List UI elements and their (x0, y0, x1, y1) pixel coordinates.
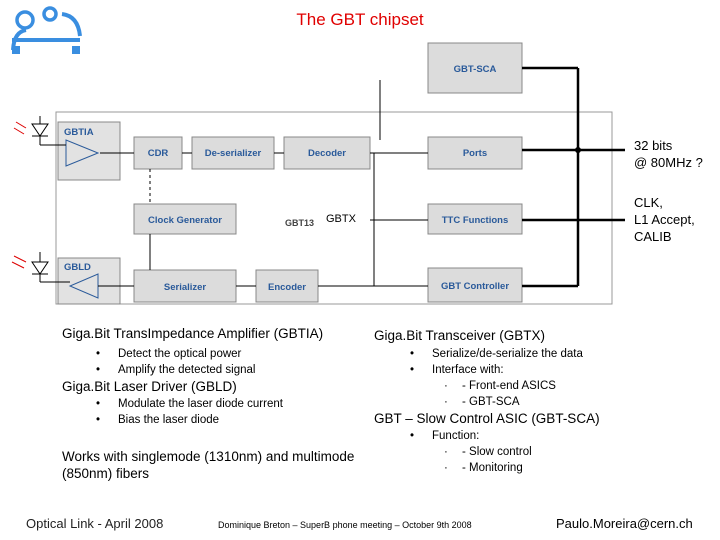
deserializer-label: De-serializer (205, 148, 262, 159)
encoder-block: Encoder (255, 269, 319, 303)
gbtx-boundary (55, 111, 613, 305)
ttc-signals-annotation: CLK, L1 Accept, CALIB (634, 194, 695, 245)
gbld-block: GBLD (57, 257, 121, 305)
cdr-label: CDR (148, 148, 169, 159)
fiber-note: Works with singlemode (1310nm) and multi… (62, 448, 354, 482)
list-item: •Interface with: (410, 364, 504, 376)
gbt-sca-label: GBT-SCA (454, 64, 497, 75)
list-item: •Serialize/de-serialize the data (410, 348, 583, 360)
clock-generator-label: Clock Generator (148, 215, 222, 226)
photodiode-icon (13, 116, 49, 145)
ttc-functions-label: TTC Functions (442, 215, 509, 226)
serializer-label: Serializer (164, 282, 207, 293)
list-item: •Modulate the laser diode current (96, 398, 283, 410)
freq-text: @ 80MHz ? (634, 155, 703, 170)
list-item: •Function: (410, 430, 480, 442)
calib-text: CALIB (634, 229, 672, 244)
cdr-block: CDR (133, 136, 183, 170)
list-subitem: ·- Front-end ASICS (444, 380, 556, 392)
list-item: •Detect the optical power (96, 348, 242, 360)
gbld-heading: Giga.Bit Laser Driver (GBLD) (62, 379, 237, 394)
ports-label: Ports (463, 148, 487, 159)
decoder-block: Decoder (283, 136, 371, 170)
gbtx-label: GBTX (326, 213, 357, 225)
list-subitem: ·- Slow control (444, 446, 532, 458)
gbtx-heading: Giga.Bit Transceiver (GBTX) (374, 328, 546, 343)
bits-text: 32 bits (634, 138, 673, 153)
gbtia-heading: Giga.Bit TransImpedance Amplifier (GBTIA… (62, 326, 324, 341)
gbld-label: GBLD (64, 262, 91, 273)
bus-lines (522, 66, 625, 288)
fiber-note-line: Works with singlemode (1310nm) and multi… (62, 449, 355, 464)
list-subitem: ·- Monitoring (444, 462, 523, 474)
list-subitem: ·- GBT-SCA (444, 396, 520, 408)
sca-list: •Function: ·- Slow control ·- Monitoring (410, 428, 690, 476)
ttc-functions-block: TTC Functions (427, 203, 523, 235)
gbtia-label: GBTIA (64, 127, 94, 138)
serializer-block: Serializer (133, 269, 237, 303)
deserializer-block: De-serializer (191, 136, 275, 170)
gbld-list: •Modulate the laser diode current •Bias … (96, 396, 356, 428)
gbtia-block: GBTIA (57, 121, 121, 181)
gbtia-list: •Detect the optical power •Amplify the d… (96, 346, 356, 378)
footer-right: Paulo.Moreira@cern.ch (556, 516, 693, 531)
footer-left: Optical Link - April 2008 (26, 516, 164, 531)
decoder-label: Decoder (308, 148, 346, 159)
list-item: •Bias the laser diode (96, 414, 220, 426)
clock-generator-block: Clock Generator (133, 203, 237, 235)
ports-block: Ports (427, 136, 523, 170)
bus-width-annotation: 32 bits @ 80MHz ? (634, 137, 703, 171)
gbt13-label: GBT13 (285, 218, 314, 228)
l1-accept-text: L1 Accept, (634, 212, 695, 227)
sca-heading: GBT – Slow Control ASIC (GBT-SCA) (374, 411, 600, 426)
signal-paths (98, 80, 428, 287)
footer-middle: Dominique Breton – SuperB phone meeting … (218, 520, 472, 530)
gbt-controller-label: GBT Controller (441, 281, 509, 292)
cern-logo-icon (11, 6, 82, 54)
laser-diode-icon (11, 252, 49, 282)
slide-title: The GBT chipset (296, 10, 424, 29)
gbt-controller-block: GBT Controller (427, 267, 523, 303)
list-item: •Amplify the detected signal (96, 364, 256, 376)
clk-text: CLK, (634, 195, 663, 210)
gbt-block-diagram: GBT-SCA GBTIA CDR De-serializer Decoder (11, 42, 625, 305)
encoder-label: Encoder (268, 282, 306, 293)
gbtx-list: •Serialize/de-serialize the data •Interf… (410, 346, 690, 410)
gbt-sca-block: GBT-SCA (427, 42, 523, 94)
fiber-note-line: (850nm) fibers (62, 466, 150, 481)
